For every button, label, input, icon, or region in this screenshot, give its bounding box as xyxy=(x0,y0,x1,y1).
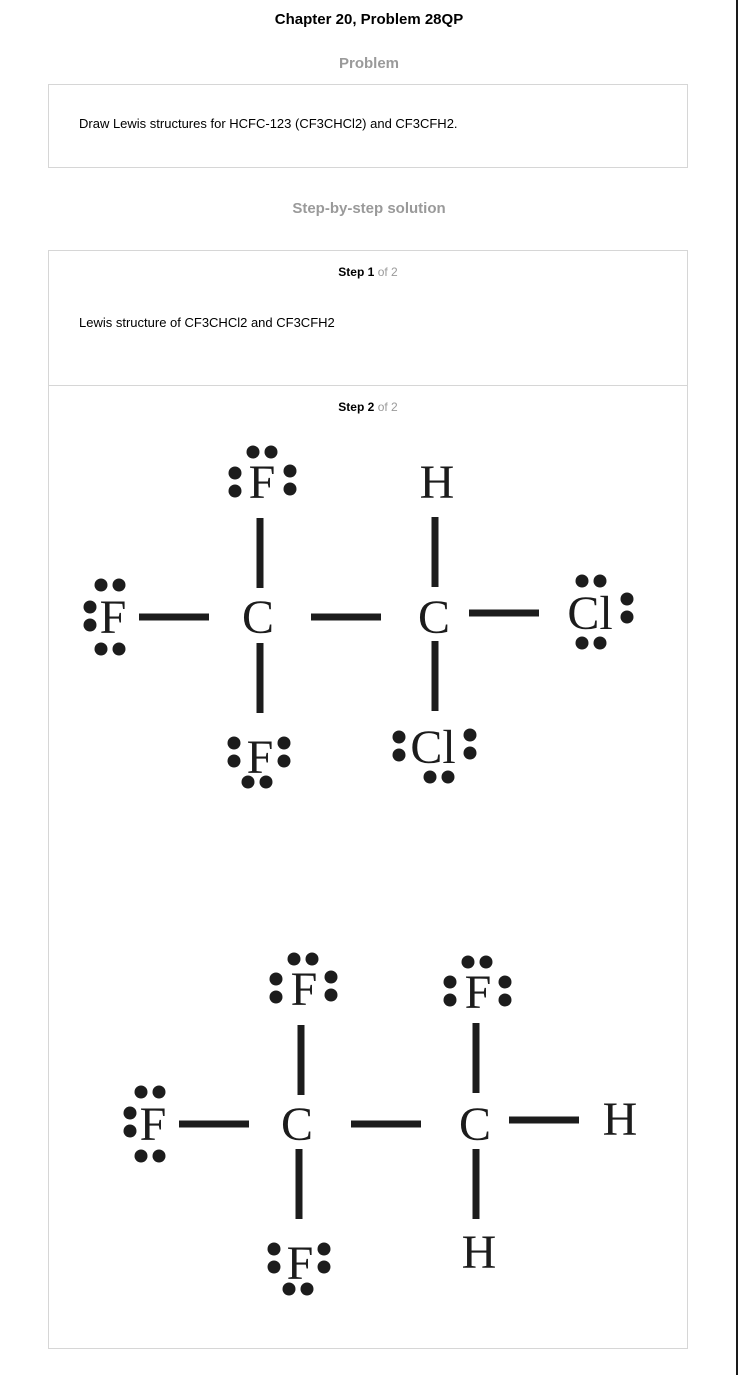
atom-f-top-left: F xyxy=(291,963,318,1016)
atom-h-bottom: H xyxy=(462,1226,497,1279)
step-2-number: 2 xyxy=(367,400,375,414)
lewis-structure-cf3chcl2: F F C C H Cl F Cl xyxy=(83,445,634,789)
step-2-of-total: of 2 xyxy=(377,400,398,414)
step-1-of-total: of 2 xyxy=(377,265,398,279)
lone-pair-electrons xyxy=(123,952,512,1296)
step-1-label: Step 1 of 2 xyxy=(49,265,687,279)
atom-c-1: C xyxy=(242,591,274,644)
atom-h-right: H xyxy=(603,1093,638,1146)
step-divider xyxy=(49,385,687,386)
page-right-border xyxy=(736,0,738,1375)
step-2-word: Step xyxy=(338,400,365,414)
atom-c-2: C xyxy=(418,591,450,644)
atom-f-bottom: F xyxy=(247,731,274,784)
solution-box: Step 1 of 2 Lewis structure of CF3CHCl2 … xyxy=(48,250,688,1349)
atom-f-top: F xyxy=(249,456,276,509)
problem-box: Draw Lewis structures for HCFC-123 (CF3C… xyxy=(48,84,688,168)
atom-cl-bottom: Cl xyxy=(410,721,455,774)
problem-heading: Problem xyxy=(338,55,399,72)
problem-text: Draw Lewis structures for HCFC-123 (CF3C… xyxy=(79,116,458,131)
step-1-text: Lewis structure of CF3CHCl2 and CF3CFH2 xyxy=(79,315,335,330)
atom-f-top-right: F xyxy=(465,966,492,1019)
step-1-number: 1 xyxy=(367,265,375,279)
atom-c-2: C xyxy=(459,1098,491,1151)
step-1-word: Step xyxy=(338,265,365,279)
solution-heading: Step-by-step solution xyxy=(292,200,446,217)
atom-f-left: F xyxy=(140,1098,167,1151)
step-2-label: Step 2 of 2 xyxy=(49,400,687,414)
atom-f-bottom: F xyxy=(287,1237,314,1290)
lewis-structures-diagram: F F C C H Cl F Cl xyxy=(83,445,638,1296)
atom-cl-right: Cl xyxy=(567,587,612,640)
lone-pair-electrons xyxy=(83,445,634,789)
atom-c-1: C xyxy=(281,1098,313,1151)
atom-f-left: F xyxy=(100,591,127,644)
lewis-structure-cf3cfh2: F F F C C H F H xyxy=(123,952,638,1296)
atom-h-top: H xyxy=(420,456,455,509)
page-title: Chapter 20, Problem 28QP xyxy=(274,11,464,28)
